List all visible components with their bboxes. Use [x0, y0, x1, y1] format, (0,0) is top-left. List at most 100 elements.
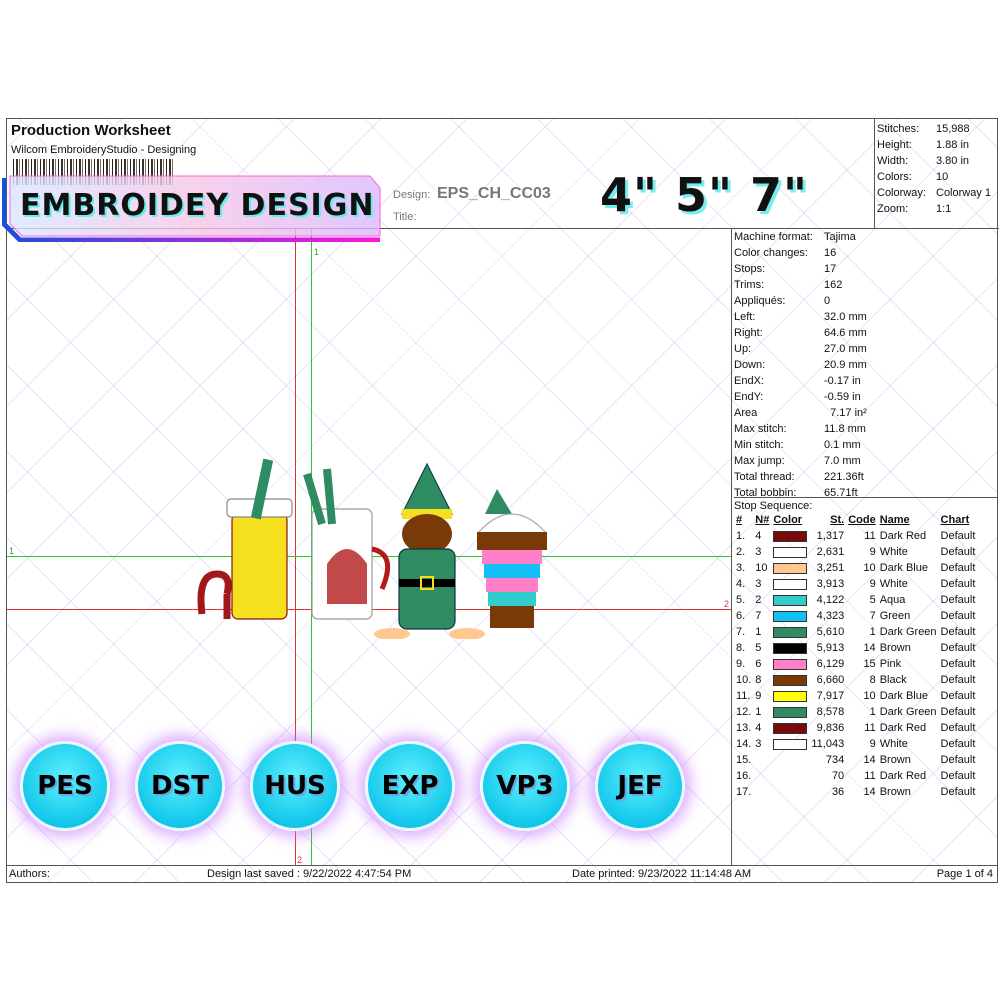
cell-code: 8: [869, 674, 876, 686]
property-row-label: EndY:: [734, 391, 764, 403]
color-swatch: [773, 530, 808, 542]
cell-chart: Default: [940, 738, 976, 750]
page-number: Page 1 of 4: [936, 868, 993, 880]
cell-st: 2,631: [816, 546, 845, 558]
summary-row-value: 1:1: [936, 203, 952, 215]
cell-nn: 1: [755, 626, 762, 638]
cell-st: 6,129: [816, 658, 845, 670]
cell-nn: 8: [755, 674, 762, 686]
color-swatch: [771, 768, 809, 784]
cell-n: 6.: [736, 610, 746, 622]
format-hus-button[interactable]: HUS: [250, 741, 340, 831]
column-header: St.: [830, 514, 845, 526]
cell-name: Brown: [879, 642, 911, 654]
property-row: EndY:-0.59 in: [734, 389, 996, 405]
divider: [7, 228, 997, 229]
color-swatch: [773, 562, 808, 574]
property-row-label: Trims:: [734, 279, 765, 291]
cell-nn: 3: [755, 578, 762, 590]
property-row-label: Right:: [734, 327, 763, 339]
cell-st: 7,917: [816, 690, 845, 702]
column-header: N#: [755, 514, 770, 526]
summary-row-label: Colorway:: [877, 187, 926, 199]
cell-code: 14: [863, 754, 876, 766]
property-row: Stops:17: [734, 261, 996, 277]
property-row-label: Machine format:: [734, 231, 813, 243]
cell-nn: 9: [755, 690, 762, 702]
property-row-value: 162: [824, 279, 843, 291]
cell-st: 11,043: [811, 738, 845, 750]
property-row-label: Appliqués:: [734, 295, 786, 307]
color-swatch: [771, 720, 809, 736]
property-row-value: -0.17 in: [824, 375, 861, 387]
page-title: Production Worksheet: [11, 122, 171, 139]
cell-n: 4.: [736, 578, 746, 590]
color-swatch: [771, 656, 809, 672]
title-label: Title:: [393, 211, 417, 223]
property-row-value: 20.9 mm: [824, 359, 867, 371]
cell-name: Dark Red: [879, 530, 927, 542]
cell-chart: Default: [940, 594, 976, 606]
summary-row-label: Zoom:: [877, 203, 909, 215]
property-row: Area 7.17 in²: [734, 405, 996, 421]
cell-code: 1: [869, 706, 876, 718]
format-pes-button[interactable]: PES: [20, 741, 110, 831]
cell-code: 11: [864, 722, 876, 734]
authors-label: Authors:: [9, 868, 50, 880]
stop-sequence-label: Stop Sequence:: [734, 500, 813, 512]
format-vp3-button[interactable]: VP3: [480, 741, 570, 831]
property-row: Min stitch:0.1 mm: [734, 437, 996, 453]
cell-nn: 3: [755, 738, 762, 750]
cell-chart: Default: [940, 658, 976, 670]
cell-name: Dark Green: [879, 706, 937, 718]
color-swatch: [771, 560, 809, 576]
cell-code: 1: [869, 626, 876, 638]
cell-st: 5,610: [816, 626, 845, 638]
format-exp-button[interactable]: EXP: [365, 741, 455, 831]
footer: Authors: Design last saved : 9/22/2022 4…: [7, 865, 997, 883]
column-header: Name: [879, 514, 910, 526]
format-jef-button[interactable]: JEF: [595, 741, 685, 831]
column-header: Color: [773, 514, 803, 526]
format-dst-button[interactable]: DST: [135, 741, 225, 831]
cell-n: 9.: [736, 658, 746, 670]
cell-nn: [753, 768, 771, 784]
summary-row-label: Stitches:: [877, 123, 920, 135]
property-row: Color changes:16: [734, 245, 996, 261]
cell-code: 9: [869, 546, 876, 558]
guide-label: 1: [9, 546, 15, 556]
cell-chart: Default: [940, 642, 976, 654]
color-swatch: [771, 672, 809, 688]
summary-row: Stitches:15,988: [877, 121, 997, 137]
design-value: EPS_CH_CC03: [437, 185, 551, 202]
software-name: Wilcom EmbroideryStudio - Designing: [11, 144, 197, 156]
property-row: Up:27.0 mm: [734, 341, 996, 357]
cell-code: 5: [869, 594, 876, 606]
cell-n: 13.: [736, 722, 752, 734]
property-row-value: 221.36ft: [824, 471, 864, 483]
property-row-label: Total thread:: [734, 471, 795, 483]
property-row-label: Max jump:: [734, 455, 785, 467]
cell-name: White: [879, 578, 908, 590]
property-row-label: Up:: [734, 343, 752, 355]
cell-n: 14.: [736, 738, 752, 750]
color-swatch: [773, 658, 808, 670]
color-swatch: [773, 722, 808, 734]
property-row-label: Color changes:: [734, 247, 808, 259]
color-swatch: [773, 642, 808, 654]
cell-name: Dark Red: [879, 770, 927, 782]
summary-row-label: Colors:: [877, 171, 912, 183]
property-row: Right:64.6 mm: [734, 325, 996, 341]
